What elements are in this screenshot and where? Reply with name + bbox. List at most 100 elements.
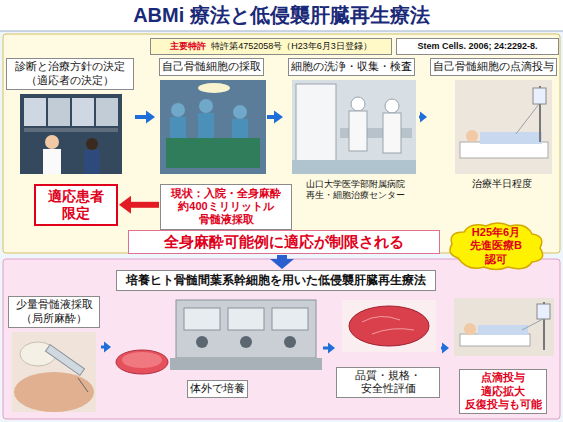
diagnosis-photo [48, 98, 70, 126]
step-column: 自己骨髄細胞の点滴投与 [428, 58, 559, 176]
arrow-head [119, 196, 131, 214]
node-text: 診断と治療方針の決定 （適応者の決定） [6, 58, 134, 90]
section-header: 培養ヒト骨髄間葉系幹細胞を用いた低侵襲肝臓再生療法 [116, 270, 436, 291]
step-column: 体外で培養 [112, 296, 322, 398]
culture-dish [349, 306, 429, 346]
surgery-photo [199, 99, 213, 113]
culture-machine [116, 350, 168, 374]
connector-arrow [135, 111, 155, 124]
patent-box: 主要特許特許第4752058号（H23年6月3日登録） [150, 38, 392, 55]
title-text: ABMi 療法と低侵襲肝臓再生療法 [0, 3, 563, 27]
node-text: 主要特許 [170, 41, 206, 52]
diagnosis-photo [84, 150, 100, 174]
diagnosis-photo [86, 138, 98, 150]
culture-dish [362, 316, 414, 334]
diagnosis-photo [24, 98, 46, 126]
step-column: 品質・規格・ 安全性評価 [336, 298, 440, 398]
node-text: H25年6月 先進医療B 認可 [465, 226, 527, 266]
laboratory-photo [385, 99, 399, 113]
arrow-head [420, 112, 427, 123]
title-rule [0, 31, 563, 32]
approval-cloud: H25年6月 先進医療B 認可 [444, 220, 548, 272]
arrow-head [146, 111, 155, 124]
laboratory-photo [292, 80, 416, 174]
infusion-photo [516, 104, 539, 134]
laboratory-photo [349, 111, 367, 151]
culture-machine [116, 300, 322, 374]
infusion-photo [455, 80, 552, 174]
caption-label: 山口大学医学部附属病院 再生・細胞治療センター [298, 179, 412, 202]
node-text: 現状：入院・全身麻酔 約400ミリリットル 骨髄液採取 [165, 187, 287, 227]
node-text: Stem Cells. 2006; 24:2292-8. [417, 41, 537, 52]
connector-arrow [323, 343, 335, 354]
infusion-photo [455, 80, 552, 174]
surgery-photo [160, 80, 266, 174]
diagnosis-photo [20, 94, 122, 174]
arrow-head [328, 343, 335, 354]
step-column: 点滴投与 適応拡大 反復投与も可能 [450, 296, 556, 414]
culture-machine [184, 308, 220, 330]
culture-machine [272, 308, 308, 330]
step-column: 少量骨髄液採取 （局所麻酔） [8, 296, 100, 414]
aspiration-photo [12, 332, 96, 412]
diagnosis-photo [43, 149, 61, 174]
status-box: 現状：入院・全身麻酔 約400ミリリットル 骨髄液採取 [160, 184, 292, 230]
step-column: 診断と治療方針の決定 （適応者の決定） [6, 58, 134, 176]
laboratory-photo [292, 160, 416, 174]
culture-machine [170, 358, 322, 370]
connector-arrow [270, 255, 294, 269]
node-text: 品質・規格・ 安全性評価 [336, 367, 440, 399]
cloud-outline [450, 223, 543, 270]
diagnosis-photo [45, 135, 59, 149]
patient-photo [464, 323, 476, 335]
patient-photo [478, 325, 528, 335]
culture-machine [176, 300, 316, 358]
laboratory-photo [351, 97, 365, 111]
warning-box: 適応患者 限定 [34, 184, 118, 226]
culture-dish [342, 300, 436, 352]
node-text: 自己骨髄細胞の点滴投与 [430, 58, 557, 76]
patient-photo [537, 304, 550, 319]
surgery-photo [198, 113, 214, 139]
surgery-photo [198, 83, 230, 93]
laboratory-photo [383, 113, 401, 153]
title-band [0, 0, 563, 31]
culture-machine [240, 336, 252, 348]
node-text: 細胞の洗浄・収集・検査 [288, 58, 415, 76]
surgery-photo [160, 80, 266, 174]
surgery-photo [171, 103, 185, 117]
connector-line [129, 202, 159, 208]
top-panel [3, 34, 560, 253]
node-text: 特許第4752058号（H23年6月3日登録） [211, 41, 372, 52]
patient-photo [522, 319, 543, 330]
node-text: 点滴投与 適応拡大 反復投与も可能 [459, 369, 547, 414]
aspiration-photo [46, 345, 85, 376]
patient-photo [454, 298, 554, 356]
culture-machine [122, 352, 162, 368]
node-text: 自己骨髄細胞の採取 [159, 58, 264, 76]
limitation-band: 全身麻酔可能例に適応が制限される [128, 230, 440, 254]
laboratory-photo [296, 84, 336, 168]
connector-arrow [267, 111, 283, 124]
laboratory-photo [292, 80, 416, 174]
node-text: 適応患者 限定 [40, 188, 112, 222]
infusion-photo [533, 88, 546, 104]
culture-machine [284, 336, 296, 348]
patient-photo [454, 298, 554, 356]
surgery-photo [233, 105, 247, 119]
arrow-head [270, 259, 294, 269]
infusion-photo [466, 130, 478, 142]
diagnosis-photo [20, 94, 122, 174]
aspiration-photo [12, 332, 96, 412]
diagnosis-photo [72, 98, 94, 126]
connector-arrow [101, 342, 111, 353]
arrow-head [442, 343, 449, 354]
citation-box: Stem Cells. 2006; 24:2292-8. [396, 38, 559, 55]
diagnosis-photo [96, 98, 118, 126]
node-text: 少量骨髄液採取 （局所麻酔） [8, 296, 100, 328]
connector-arrow [419, 112, 427, 123]
infusion-photo [460, 142, 548, 158]
